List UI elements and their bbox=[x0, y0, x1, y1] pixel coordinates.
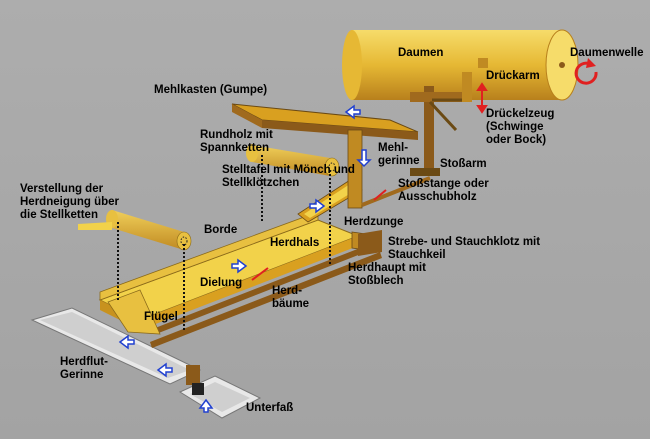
label-borde: Borde bbox=[204, 224, 238, 236]
label-unterfass: Unterfaß bbox=[246, 402, 294, 414]
label-daumenwelle: Daumenwelle bbox=[570, 47, 644, 59]
label-strebe: Strebe- und Stauchklotz mit Stauchkeil bbox=[388, 236, 541, 261]
outlet-block bbox=[186, 365, 200, 385]
drueckelzeug bbox=[410, 72, 472, 176]
label-dielung: Dielung bbox=[200, 277, 243, 289]
flow-arrows bbox=[118, 104, 372, 413]
label-drueckelzeug: Drückelzeug (Schwinge oder Bock) bbox=[486, 108, 555, 146]
spannketten bbox=[117, 155, 331, 330]
rotation-arrow bbox=[574, 61, 598, 85]
motion-arrows bbox=[251, 82, 488, 281]
daumen bbox=[478, 58, 488, 68]
stossstange bbox=[361, 176, 431, 207]
label-mehlkasten: Mehlkasten (Gumpe) bbox=[154, 84, 268, 96]
daumenwelle bbox=[342, 29, 579, 101]
label-drueckarm: Drückarm bbox=[486, 70, 540, 82]
label-herdflut: Herdflut-Gerinne bbox=[60, 356, 108, 381]
label-mehlgerinne: Mehl-gerinne bbox=[378, 142, 420, 167]
label-verstellung: Verstellung der Herdneigung über die Ste… bbox=[20, 183, 120, 221]
label-daumen: Daumen bbox=[398, 47, 444, 59]
mehlkasten bbox=[231, 103, 419, 140]
label-stossstange: Stoßstange oder Ausschubholz bbox=[398, 178, 489, 203]
strebe-stauchklotz bbox=[358, 230, 382, 256]
label-rundholz: Rundholz mit Spannketten bbox=[200, 129, 273, 154]
drueckarm bbox=[462, 72, 472, 102]
label-herdzunge: Herdzunge bbox=[344, 216, 404, 228]
mehlgerinne bbox=[347, 129, 363, 209]
label-herdbaeume: Herd-bäume bbox=[272, 285, 310, 310]
verstellung-log bbox=[78, 210, 192, 251]
label-fluegel: Flügel bbox=[144, 311, 178, 323]
label-herdhaupt: Herdhaupt mit Stoßblech bbox=[348, 262, 426, 287]
label-stelltafel: Stelltafel mit Mönch und Stellklötzchen bbox=[222, 164, 355, 189]
outlet-hole bbox=[192, 383, 204, 395]
label-stossarm: Stoßarm bbox=[440, 158, 487, 170]
rundholz bbox=[246, 144, 340, 177]
herd-table bbox=[98, 211, 382, 348]
label-herdhals: Herdhals bbox=[270, 237, 320, 249]
